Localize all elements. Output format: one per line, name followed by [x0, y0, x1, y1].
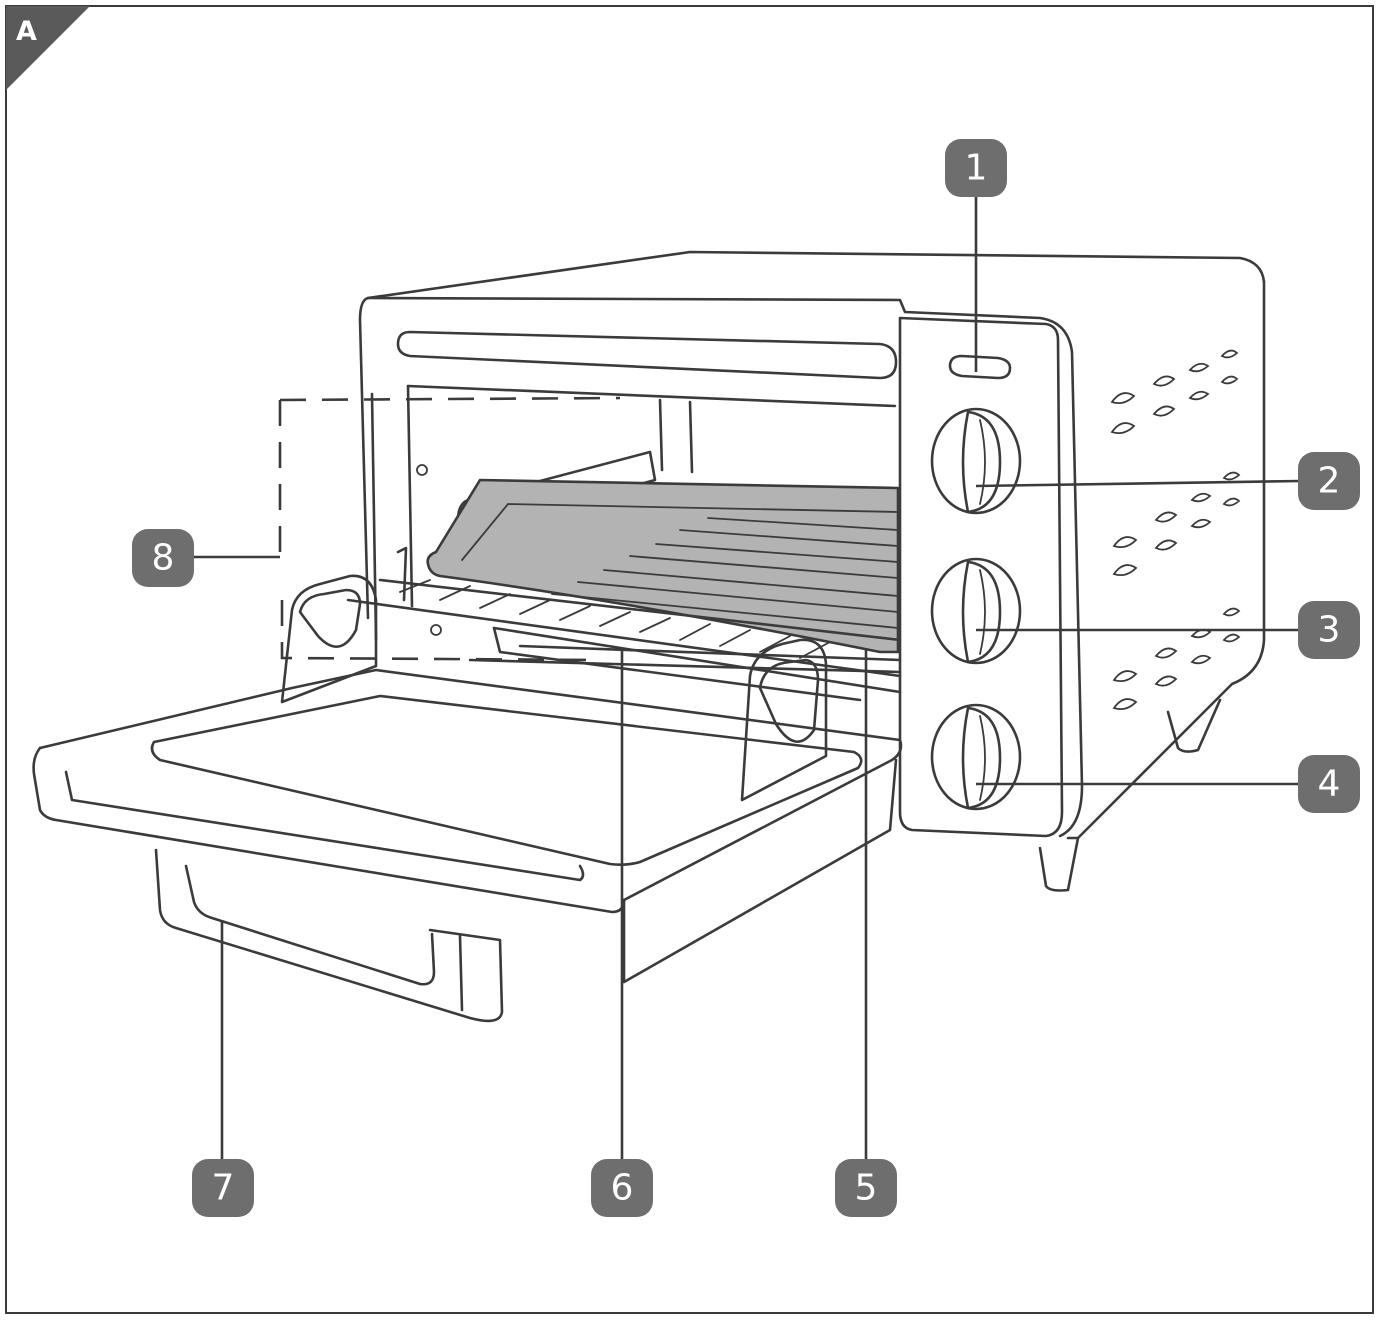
front-foot — [1038, 836, 1080, 892]
tray-body — [426, 478, 900, 654]
callout-4: 4 — [1298, 755, 1360, 813]
door-right-side — [622, 758, 898, 984]
oven-right-side — [1066, 280, 1266, 840]
tray-ridges — [551, 517, 899, 629]
tray-inner-rim — [461, 503, 899, 561]
rear-foot — [1166, 698, 1222, 753]
lower-rail-2 — [518, 644, 902, 662]
baking-tray — [426, 478, 900, 654]
function-knob[interactable] — [930, 557, 1022, 665]
rack-position-guides — [278, 396, 621, 662]
oven-top-edge — [366, 250, 1266, 300]
rack-cross-wires — [399, 579, 831, 659]
door-front-edge — [32, 746, 626, 914]
left-bracket-hook — [298, 588, 362, 648]
rack-screw-top — [416, 464, 428, 476]
guide-top — [279, 396, 621, 402]
callout-3-label: 3 — [1318, 610, 1341, 651]
callout-5-label: 5 — [855, 1168, 878, 1209]
callout-6: 6 — [591, 1159, 653, 1217]
callout-7-label: 7 — [212, 1168, 235, 1209]
callout-5: 5 — [835, 1159, 897, 1217]
figure-frame — [5, 5, 1374, 1314]
left-door-bracket — [280, 574, 378, 704]
cavity-back-corner — [658, 398, 664, 472]
handle-inner — [184, 864, 436, 986]
control-panel-face — [898, 316, 1064, 838]
door-top-edge — [38, 668, 903, 902]
leader-lines — [192, 196, 1301, 1160]
callout-8: 8 — [132, 529, 194, 587]
door-glass-panel — [150, 694, 863, 866]
top-vent-slot — [396, 330, 898, 380]
timer-knob[interactable] — [930, 703, 1022, 811]
cavity-left-edge — [406, 384, 414, 608]
temperature-knob[interactable] — [930, 407, 1022, 515]
side-vents — [1110, 349, 1241, 711]
handle-outer — [154, 848, 504, 1023]
callout-2: 2 — [1298, 452, 1360, 510]
right-door-bracket — [740, 638, 828, 802]
guide-bottom — [280, 600, 601, 662]
callout-4-label: 4 — [1318, 764, 1341, 805]
oven-door — [32, 574, 903, 984]
rack-screw-bottom — [430, 624, 442, 636]
door-handle[interactable] — [154, 848, 504, 1023]
figure-label: A — [6, 6, 90, 90]
rack-lower-bar — [492, 626, 902, 694]
callout-6-label: 6 — [611, 1168, 634, 1209]
oven-body — [358, 250, 1266, 892]
callout-3: 3 — [1298, 601, 1360, 659]
callout-7: 7 — [192, 1159, 254, 1217]
figure-label-corner — [6, 6, 90, 90]
rack-lower-frame — [492, 626, 862, 702]
figure-label-text: A — [16, 16, 37, 47]
indicator-light — [948, 354, 1012, 380]
door-front-inner — [64, 770, 585, 882]
callout-1-label: 1 — [965, 148, 988, 189]
rack-back-bar — [378, 578, 902, 642]
callout-2-label: 2 — [1318, 461, 1341, 502]
callout-8-label: 8 — [152, 538, 175, 579]
handle-side — [458, 934, 464, 1012]
leader-2 — [975, 479, 1301, 488]
lower-rail — [468, 658, 902, 674]
control-panel — [898, 316, 1064, 838]
cavity-top-edge — [406, 384, 897, 408]
right-bracket-hook — [758, 658, 820, 743]
cavity-back-corner-2 — [688, 400, 694, 474]
wire-rack — [346, 578, 902, 702]
oven-front-left-edge — [358, 296, 370, 620]
oven-front-frame — [366, 296, 1084, 838]
callout-1: 1 — [945, 139, 1007, 197]
rack-front-bar — [346, 598, 902, 678]
